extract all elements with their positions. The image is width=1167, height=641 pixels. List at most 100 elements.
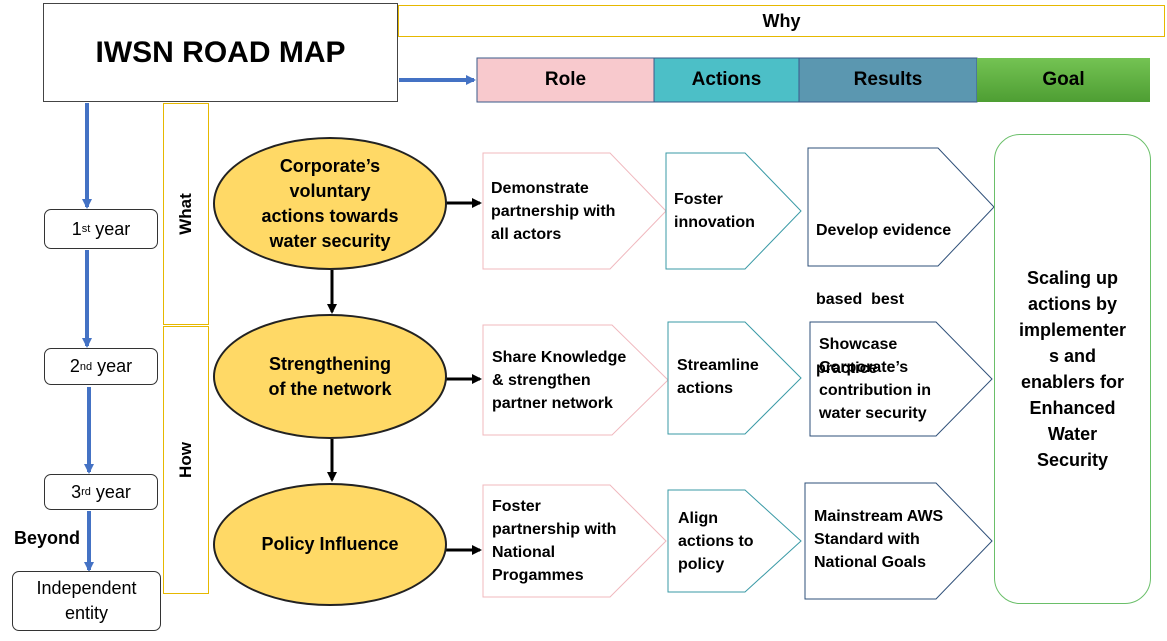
- header-results-box: [798, 57, 978, 103]
- header-results-label: Results: [853, 69, 923, 90]
- why-label: Why: [762, 10, 801, 31]
- row3-result-l2: Standard with: [814, 531, 920, 548]
- row2-role-text: Share Knowledge & strengthen partner net…: [492, 346, 626, 415]
- row2-action-text: Streamline actions: [677, 354, 759, 400]
- header-actions-label: Actions: [691, 69, 762, 90]
- row2-role-l2: & strengthen: [492, 372, 591, 389]
- row2-action-l2: actions: [677, 380, 734, 397]
- row3-role-shape: [482, 484, 667, 598]
- independent-line-1: Independent: [36, 578, 137, 598]
- side-how-label: How: [176, 442, 195, 478]
- year3-sup: rd: [81, 486, 91, 498]
- year2-rest: year: [92, 356, 133, 376]
- row3-role-l3: National: [492, 544, 556, 561]
- goal-box: Scaling up actions by implementer s and …: [994, 134, 1151, 604]
- row3-result-text: Mainstream AWS Standard with National Go…: [814, 505, 943, 574]
- goal-line-7: Water: [1047, 424, 1098, 444]
- header-goal: Goal: [977, 58, 1150, 102]
- row2-result-text: Showcase Corporate’s contribution in wat…: [819, 333, 931, 425]
- header-role: Role: [477, 58, 654, 102]
- row1-role-text: Demonstrate partnership with all actors: [491, 177, 615, 246]
- header-role-label: Role: [544, 69, 587, 90]
- header-goal-label: Goal: [1042, 69, 1085, 90]
- focus2-line2: of the network: [268, 378, 392, 399]
- focus-strengthening-network: Strengthening of the network: [213, 314, 447, 439]
- timeline-independent-entity: Independent entity: [12, 571, 161, 631]
- focus-policy-influence: Policy Influence: [213, 483, 447, 606]
- row3-action-l3: policy: [678, 556, 725, 573]
- side-how-box: How: [163, 326, 209, 594]
- year1-sup: st: [81, 223, 91, 235]
- focus1-line2: voluntary: [289, 180, 371, 201]
- row1-role-l1: Demonstrate: [491, 180, 589, 197]
- goal-line-6: Enhanced: [1029, 398, 1116, 418]
- row1-action-l2: innovation: [674, 214, 755, 231]
- row1-result-shape: [807, 147, 995, 267]
- goal-line-2: actions by: [1027, 294, 1117, 314]
- focus3-line1: Policy Influence: [261, 534, 399, 554]
- row2-result-l1: Showcase: [819, 336, 898, 353]
- side-what-label: What: [176, 193, 195, 235]
- goal-line-1: Scaling up: [1026, 268, 1118, 288]
- row3-action-l2: actions to: [678, 533, 754, 550]
- year1-rest: year: [90, 218, 131, 239]
- row2-action-l1: Streamline: [677, 357, 759, 374]
- focus1-line1: Corporate’s: [279, 155, 381, 176]
- independent-line-2: entity: [64, 603, 108, 623]
- focus2-line1: Strengthening: [268, 353, 391, 374]
- focus1-line3: actions towards: [261, 205, 399, 226]
- header-goal-box: [977, 58, 1150, 102]
- row2-result-shape: [809, 321, 993, 437]
- year3-rest: year: [90, 481, 131, 502]
- row3-role-text: Foster partnership with National Progamm…: [492, 495, 616, 587]
- row3-action-l1: Align: [678, 510, 718, 527]
- side-what-box: What: [163, 103, 209, 325]
- page-title: IWSN ROAD MAP: [43, 3, 398, 102]
- row3-role-l4: Progammes: [492, 567, 584, 584]
- row1-result-l1: Develop evidence: [816, 222, 952, 239]
- header-actions-box: [653, 57, 800, 103]
- row3-role-l2: partnership with: [492, 521, 617, 538]
- header-results: Results: [799, 58, 977, 102]
- row1-role-l3: all actors: [491, 226, 562, 243]
- year3-num: 3: [71, 481, 82, 502]
- goal-line-5: enablers for: [1020, 372, 1125, 392]
- row1-action-text: Foster innovation: [674, 188, 755, 234]
- row2-action-shape: [667, 321, 802, 435]
- row1-role-shape: [482, 152, 667, 270]
- row1-role-l2: partnership with: [491, 203, 616, 220]
- row3-action-shape: [667, 489, 802, 593]
- row2-role-shape: [482, 324, 669, 436]
- row1-result-l3: practice: [816, 360, 878, 377]
- row3-result-l3: National Goals: [814, 554, 927, 571]
- goal-line-3: implementer: [1018, 320, 1127, 340]
- row1-action-shape: [665, 152, 802, 270]
- year1-num: 1: [71, 218, 82, 239]
- row2-role-l1: Share Knowledge: [492, 349, 627, 366]
- header-actions: Actions: [654, 58, 799, 102]
- row1-result-l2: based best: [816, 291, 905, 308]
- row2-result-l3: contribution in: [819, 382, 931, 399]
- goal-line-4: s and: [1048, 346, 1096, 366]
- row2-result-l4: water security: [819, 405, 927, 422]
- focus1-line4: water security: [269, 230, 391, 251]
- row1-result-text: Develop evidence based best practice: [816, 173, 951, 403]
- focus-corporate-actions: Corporate’s voluntary actions towards wa…: [213, 137, 447, 270]
- row3-result-shape: [804, 482, 993, 600]
- timeline-beyond-label: Beyond: [14, 528, 81, 548]
- row2-role-l3: partner network: [492, 395, 613, 412]
- row3-result-l1: Mainstream AWS: [814, 508, 944, 525]
- goal-line-8: Security: [1036, 450, 1109, 470]
- row1-action-l1: Foster: [674, 191, 723, 208]
- why-banner: Why: [398, 5, 1165, 37]
- row3-role-l1: Foster: [492, 498, 541, 515]
- year2-sup: nd: [79, 360, 93, 373]
- row3-action-text: Align actions to policy: [678, 507, 754, 576]
- year2-num: 2: [69, 356, 80, 376]
- row2-result-l2: Corporate’s: [819, 359, 909, 376]
- page-title-text: IWSN ROAD MAP: [95, 35, 346, 69]
